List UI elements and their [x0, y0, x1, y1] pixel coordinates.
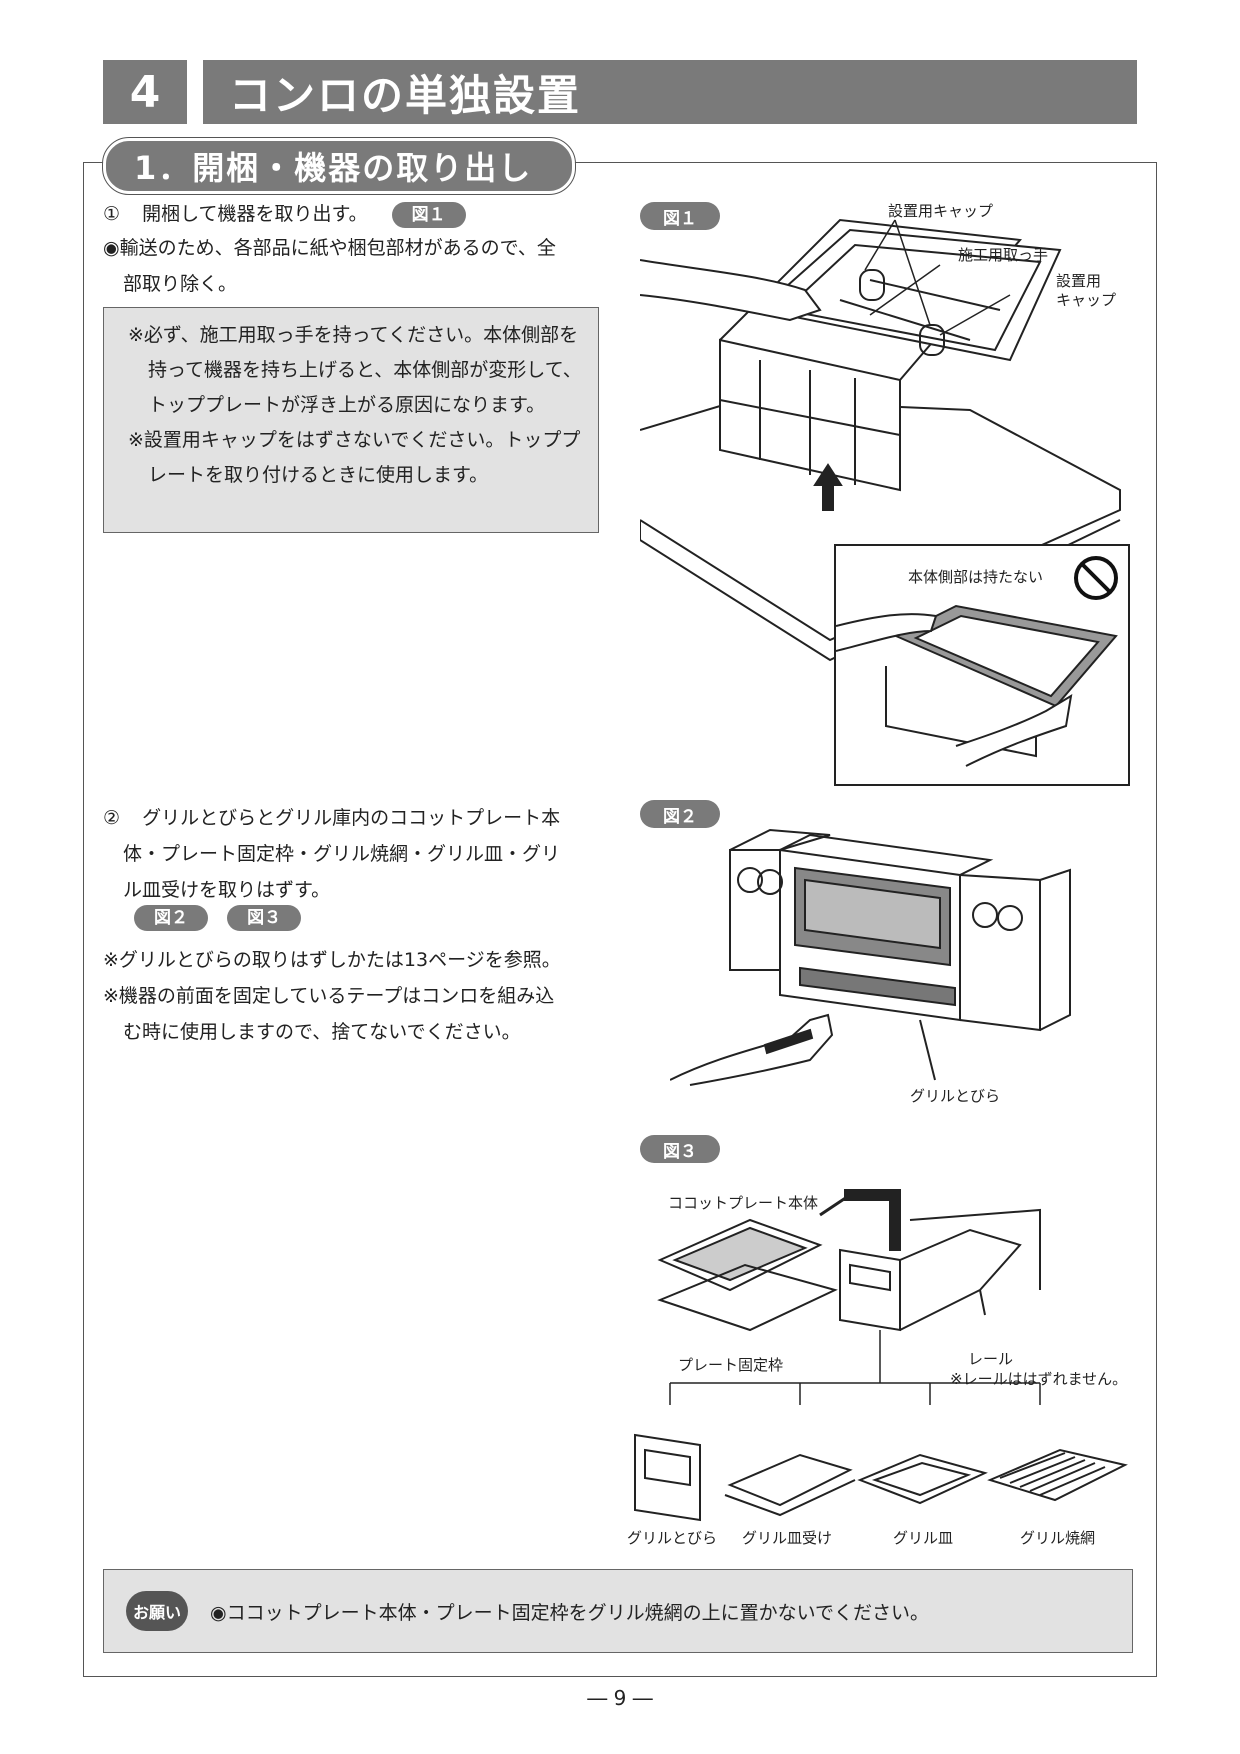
fig3-part-tray: グリル皿 — [893, 1529, 954, 1547]
fig1-illustration — [640, 218, 1121, 662]
section-frame — [83, 162, 1157, 1677]
step2-note2-line1: ※機器の前面を固定しているテープはコンロを組み込 — [103, 985, 555, 1007]
fig1-inset-label: 本体側部は持たない — [908, 568, 1044, 586]
request-badge: お願い — [126, 1591, 188, 1631]
fig3-label-frame: プレート固定枠 — [678, 1356, 784, 1374]
caution-note-2: ※設置用キャップをはずさないでください。トッププレートを取り付けるときに使用しま… — [128, 429, 581, 486]
step1-bullet-line1: ◉輸送のため、各部品に紙や梱包部材があるので、全 — [103, 237, 556, 259]
fig3-label-rail: レール — [968, 1350, 1014, 1368]
step2-line1: ② グリルとびらとグリル庫内のココットプレート本 — [103, 800, 560, 836]
fig3-illustration — [657, 1189, 1041, 1405]
fig1-label-cap2-line1: 設置用 — [1056, 272, 1102, 290]
fig3-label-rail-note: ※レールははずれません。 — [950, 1370, 1128, 1388]
fig3-part-grill-net: グリル焼網 — [1020, 1529, 1096, 1547]
step1-text: 開梱して機器を取り出す。 — [142, 203, 368, 225]
step1-bullet-line2: 部取り除く。 — [123, 273, 238, 295]
step2-fig-ref-3: 図３ — [227, 905, 302, 931]
step2-text1: グリルとびらとグリル庫内のココットプレート本 — [142, 807, 561, 829]
chapter-number: 4 — [103, 60, 187, 124]
fig1-badge: 図１ — [640, 202, 720, 230]
step1-number: ① — [103, 203, 121, 225]
step1-fig-ref: 図１ — [391, 201, 466, 228]
fig1-label-cap1: 設置用キャップ — [888, 202, 994, 220]
section-title: 1．開梱・機器の取り出し — [101, 137, 577, 195]
chapter-title: コンロの単独設置 — [203, 60, 1137, 124]
fig3-part-tray-holder: グリル皿受け — [742, 1529, 833, 1547]
step2-note1: ※グリルとびらの取りはずしかたは13ページを参照。 — [103, 949, 561, 971]
prohibited-icon — [1074, 556, 1118, 600]
fig1-label-cap2-line2: キャップ — [1056, 291, 1117, 309]
fig3-badge: 図３ — [640, 1135, 720, 1163]
step2-line2: 体・プレート固定枠・グリル焼網・グリル皿・グリ — [123, 843, 561, 865]
fig2-badge: 図２ — [640, 800, 720, 828]
step2-number: ② — [103, 807, 121, 829]
fig3-label-cocotte: ココットプレート本体 — [668, 1194, 819, 1212]
step2-note2-line2: む時に使用しますので、捨てないでください。 — [123, 1021, 521, 1043]
fig1-inset-illustration — [836, 604, 1118, 767]
step2-line3: ル皿受けを取りはずす。 — [123, 879, 331, 901]
request-notice-box: お願い ◉ココットプレート本体・プレート固定枠をグリル焼網の上に置かないでくださ… — [103, 1569, 1133, 1653]
fig2-illustration — [670, 828, 1071, 1086]
fig2-label-door: グリルとびら — [910, 1087, 1001, 1105]
fig3-part-door: グリルとびら — [627, 1529, 718, 1547]
step2-fig-refs: 図２ 図３ — [134, 905, 302, 931]
fig1-inset: 本体側部は持たない — [834, 544, 1130, 786]
caution-note-1: ※必ず、施工用取っ手を持ってください。本体側部を持って機器を持ち上げると、本体側… — [128, 324, 582, 416]
fig3-parts-illustration — [634, 1433, 1128, 1522]
fig1-label-handle: 施工用取っ手 — [958, 246, 1049, 264]
page-number: ― 9 ― — [587, 1686, 653, 1710]
caution-note-box: ※必ず、施工用取っ手を持ってください。本体側部を持って機器を持ち上げると、本体側… — [103, 307, 599, 533]
step1-line: ① 開梱して機器を取り出す。 図１ — [103, 196, 466, 232]
request-text: ◉ココットプレート本体・プレート固定枠をグリル焼網の上に置かないでください。 — [210, 1601, 930, 1624]
step2-fig-ref-2: 図２ — [134, 905, 208, 931]
